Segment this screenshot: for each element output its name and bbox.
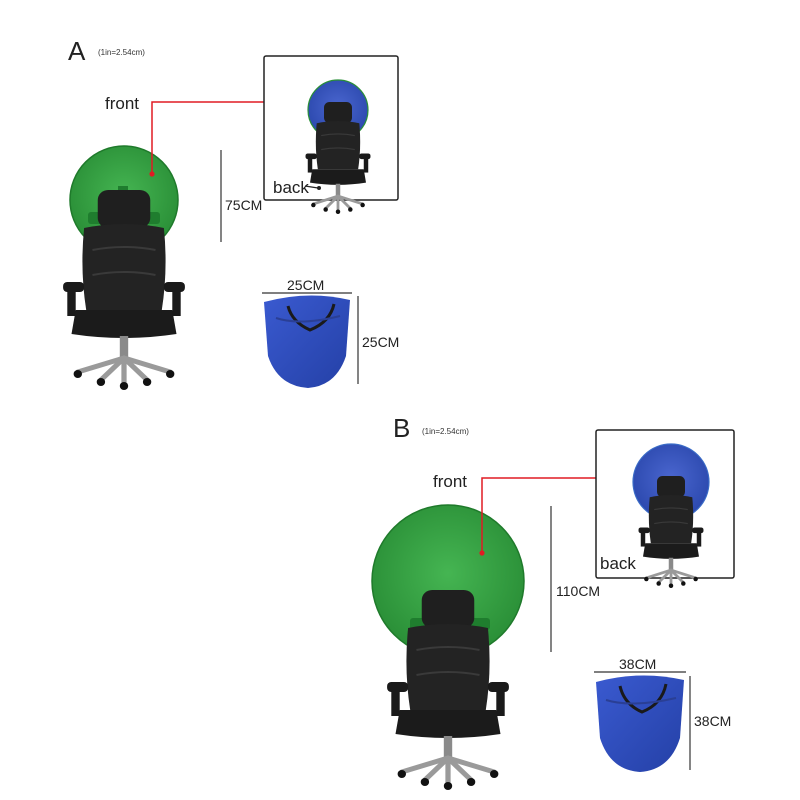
section-a-bag-width-label: 25CM	[287, 277, 325, 293]
section-a-letter: A	[68, 36, 86, 66]
section-b-front-label: front	[433, 472, 468, 491]
section-b-letter: B	[393, 413, 411, 443]
section-a-unit-note: (1in=2.54cm)	[98, 48, 145, 57]
folded-bag-a	[262, 292, 359, 388]
section-a-bag-height-label: 25CM	[362, 334, 400, 350]
section-a-back-label: back	[273, 178, 309, 197]
section-a-front-label: front	[105, 94, 140, 113]
front-pointer-dot-b	[479, 550, 485, 556]
front-pointer-dot-a	[149, 171, 155, 177]
section-b-bag-height-label: 38CM	[694, 713, 732, 729]
section-b-back-label: back	[600, 554, 636, 573]
section-b-diameter-label: 110CM	[556, 583, 601, 599]
front-pointer-line-b	[481, 477, 596, 553]
section-b-bag-width-label: 38CM	[619, 656, 657, 672]
folded-bag-b	[594, 671, 691, 772]
section-b-unit-note: (1in=2.54cm)	[422, 427, 469, 436]
section-a-diameter-label: 75CM	[225, 197, 263, 213]
front-pointer-line-a	[151, 101, 264, 174]
